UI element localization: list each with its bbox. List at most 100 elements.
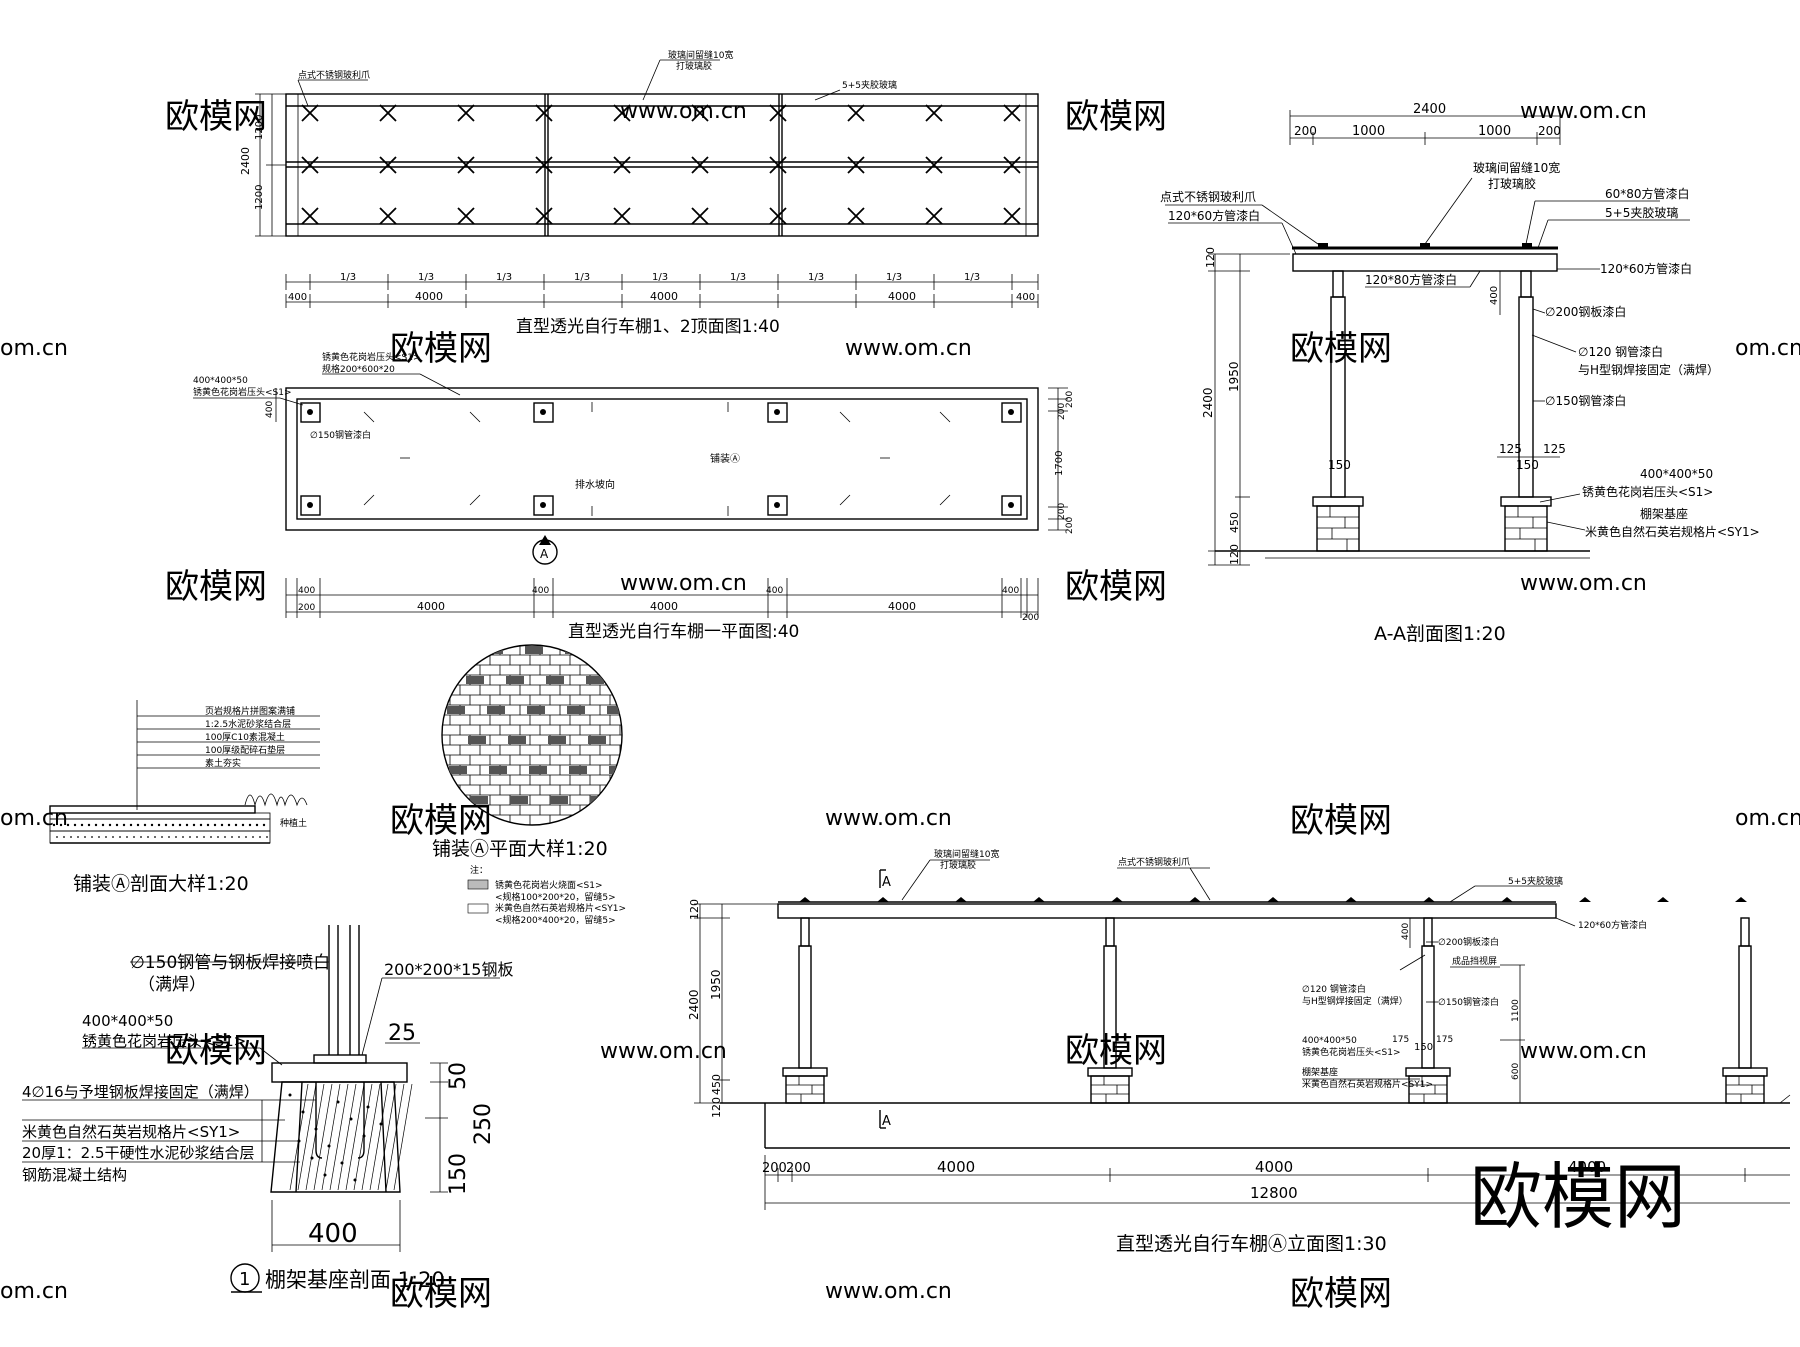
dim-third-label: 1/3 (340, 272, 356, 283)
canopy-beam (777, 903, 1557, 919)
steel-plate (313, 1054, 367, 1064)
hatch-line (337, 1083, 357, 1191)
dim-right: 200 (1065, 517, 1075, 534)
watermark-site: www.om.cn (825, 806, 952, 831)
claw-icon (1033, 897, 1045, 902)
dim-25: 25 (388, 1021, 416, 1046)
label-granite: 锈黄色花岗岩压头<S1> (322, 351, 421, 363)
label-stone: 米黄色自然石英岩规格片<SY1> (1302, 1078, 1433, 1090)
dim-left: 120 (710, 1097, 723, 1118)
granite-brick (489, 766, 507, 774)
watermark-site: om.cn (0, 1279, 68, 1304)
dim-right: 200 (1057, 503, 1067, 520)
gravel-dot (115, 823, 119, 827)
dim-third-label: 1/3 (886, 272, 902, 283)
dim-left: 450 (1228, 512, 1241, 533)
rebar (315, 1082, 365, 1159)
label-gap-sealant: 打玻璃胶 (940, 859, 976, 871)
label-pipe-120: ∅120 钢管漆白 (1302, 983, 1366, 995)
label-cap-size: 400*400*50 (1640, 467, 1713, 481)
gravel-dot (227, 823, 231, 827)
granite-brick (470, 796, 488, 804)
dim-overhang: 200 (1294, 124, 1317, 138)
gravel-dot (241, 823, 245, 827)
watermark-logo: 欧模网 (1470, 1155, 1686, 1239)
watermark-site: om.cn (1735, 806, 1800, 831)
label-weld: 与H型钢焊接固定（满焊） (1302, 995, 1408, 1007)
dim-cap: 50 (446, 1062, 471, 1090)
gravel-dot (157, 823, 161, 827)
dim-bottom: 4000 (1568, 1158, 1606, 1176)
gravel-dot (248, 823, 252, 827)
gravel-hatch (52, 823, 268, 838)
title-base-section: 棚架基座剖面 1:20 (265, 1268, 445, 1292)
claw-icon (847, 207, 865, 225)
gravel-dot (189, 836, 191, 838)
label-cap-size: 400*400*50 (82, 1012, 173, 1030)
section-mark-a: A (882, 875, 891, 890)
dim-small: 150 (1516, 458, 1539, 472)
aggregate-dot (379, 1122, 383, 1126)
gravel-dot (101, 823, 105, 827)
label-rebar: 4∅16与予埋钢板焊接固定（满焊） (22, 1083, 259, 1101)
granite-brick (550, 796, 568, 804)
gravel-dot (133, 836, 135, 838)
watermark-site: www.om.cn (825, 1279, 952, 1304)
dim-overhang: 200 (1538, 124, 1561, 138)
dim-width: 400 (308, 1219, 358, 1249)
gravel-dot (87, 823, 91, 827)
watermark-brand: 欧模网 (165, 1031, 267, 1071)
aggregate-dot (288, 1093, 292, 1097)
gravel-dot (224, 836, 226, 838)
aggregate-dot (336, 1100, 340, 1104)
gravel-dot (220, 823, 224, 827)
dim-width: 2400 (1413, 102, 1446, 117)
dim-small: 150 (1414, 1042, 1433, 1053)
gravel-dot (259, 836, 261, 838)
gravel-dot (136, 823, 140, 827)
gravel-dot (77, 836, 79, 838)
layer-label: 100厚级配碎石垫层 (205, 744, 285, 756)
claw-icon (379, 104, 397, 122)
watermark-brand: 欧模网 (1290, 801, 1392, 841)
claw-icon (769, 207, 787, 225)
hatch-line (329, 1083, 349, 1191)
watermark-site: www.om.cn (620, 99, 747, 124)
granite-brick (527, 706, 545, 714)
label-tube: 120*60方管漆白 (1578, 919, 1647, 931)
section-marker-label: A (540, 547, 549, 561)
aggregate-dot (353, 1178, 357, 1182)
grass-icon (244, 793, 308, 807)
dim-column: 400 (532, 586, 549, 596)
label-cap: 锈黄色花岗岩压头<S1> (1582, 484, 1713, 499)
granite-brick (487, 706, 505, 714)
dim-bottom: 200 (1022, 613, 1039, 623)
gravel-dot (105, 836, 107, 838)
gravel-dot (255, 823, 259, 827)
claw-icon (847, 156, 865, 174)
gravel-dot (168, 836, 170, 838)
dim-span: 1000 (1352, 124, 1385, 139)
dim-bottom: 200 (762, 1161, 787, 1176)
label-cap: 锈黄色花岗岩压头<S1> (82, 1032, 246, 1050)
paving-section-drawing: 页岩规格片拼图案满铺 1:2.5水泥砂浆结合层 100厚C10素混凝土 100厚… (49, 700, 320, 895)
watermark-brand: 欧模网 (390, 329, 492, 369)
label-pipe-150: ∅150钢管漆白 (1438, 996, 1499, 1008)
dim-left: 120 (1204, 247, 1217, 268)
gravel-dot (150, 823, 154, 827)
dim-bottom: 4000 (888, 600, 916, 613)
gravel-dot (231, 836, 233, 838)
gravel-dot (126, 836, 128, 838)
dimension-ticks (285, 274, 1039, 308)
title-paving-plan: 铺装Ⓐ平面大样1:20 (432, 838, 608, 860)
dim-column: 400 (298, 586, 315, 596)
title-paving-section: 铺装Ⓐ剖面大样1:20 (73, 873, 249, 895)
claw-icon (925, 156, 943, 174)
label-plate-200: ∅200钢板漆白 (1545, 304, 1626, 319)
watermark-brand: 欧模网 (1290, 329, 1392, 369)
gravel-dot (182, 836, 184, 838)
claw-icon (1579, 897, 1591, 902)
legend-name: 米黄色自然石英岩规格片<SY1> (495, 902, 626, 914)
dim-left: 120 (688, 899, 701, 920)
dim-small: 1100 (1511, 999, 1521, 1022)
